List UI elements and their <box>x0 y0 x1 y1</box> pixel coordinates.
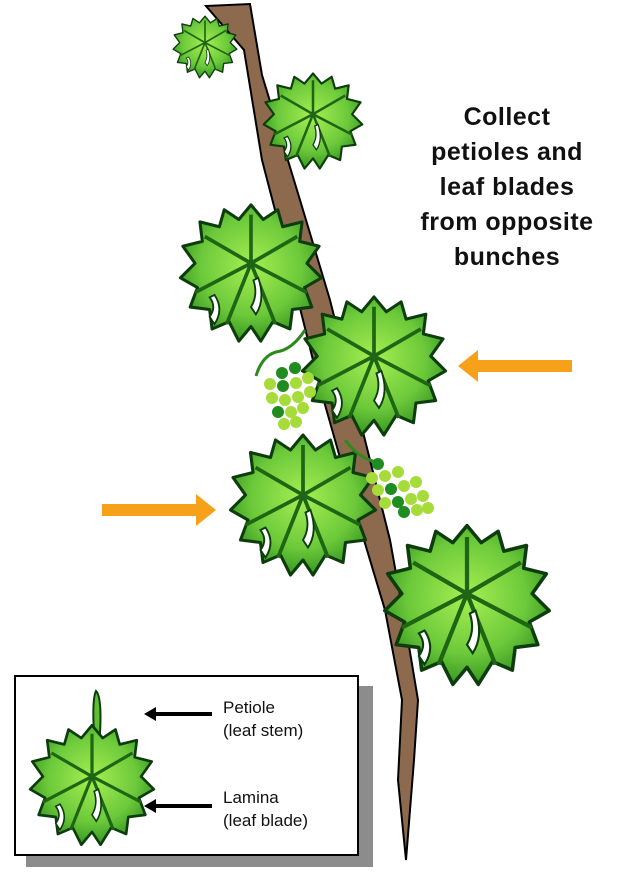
leaf-mid-left <box>180 205 321 341</box>
instruction-text: Collect petioles and leaf blades from op… <box>392 100 622 275</box>
leaf-mid-right-by-bunch <box>302 297 445 435</box>
leaf-top-small <box>173 16 237 78</box>
legend-box: Petiole (leaf stem) Lamina (leaf blade) <box>14 675 359 856</box>
petiole-label: Petiole (leaf stem) <box>223 696 303 742</box>
petiole-pointer-arrow <box>144 707 212 721</box>
lamina-pointer-arrow <box>144 799 212 813</box>
legend-leaf <box>30 725 154 844</box>
lamina-label: Lamina (leaf blade) <box>223 786 308 832</box>
leaf-lower-left-by-bunch <box>231 435 376 575</box>
arrow-left-pointing-right <box>102 494 216 526</box>
arrow-right-pointing-left <box>458 350 572 382</box>
grape-bunch-left <box>264 362 316 430</box>
